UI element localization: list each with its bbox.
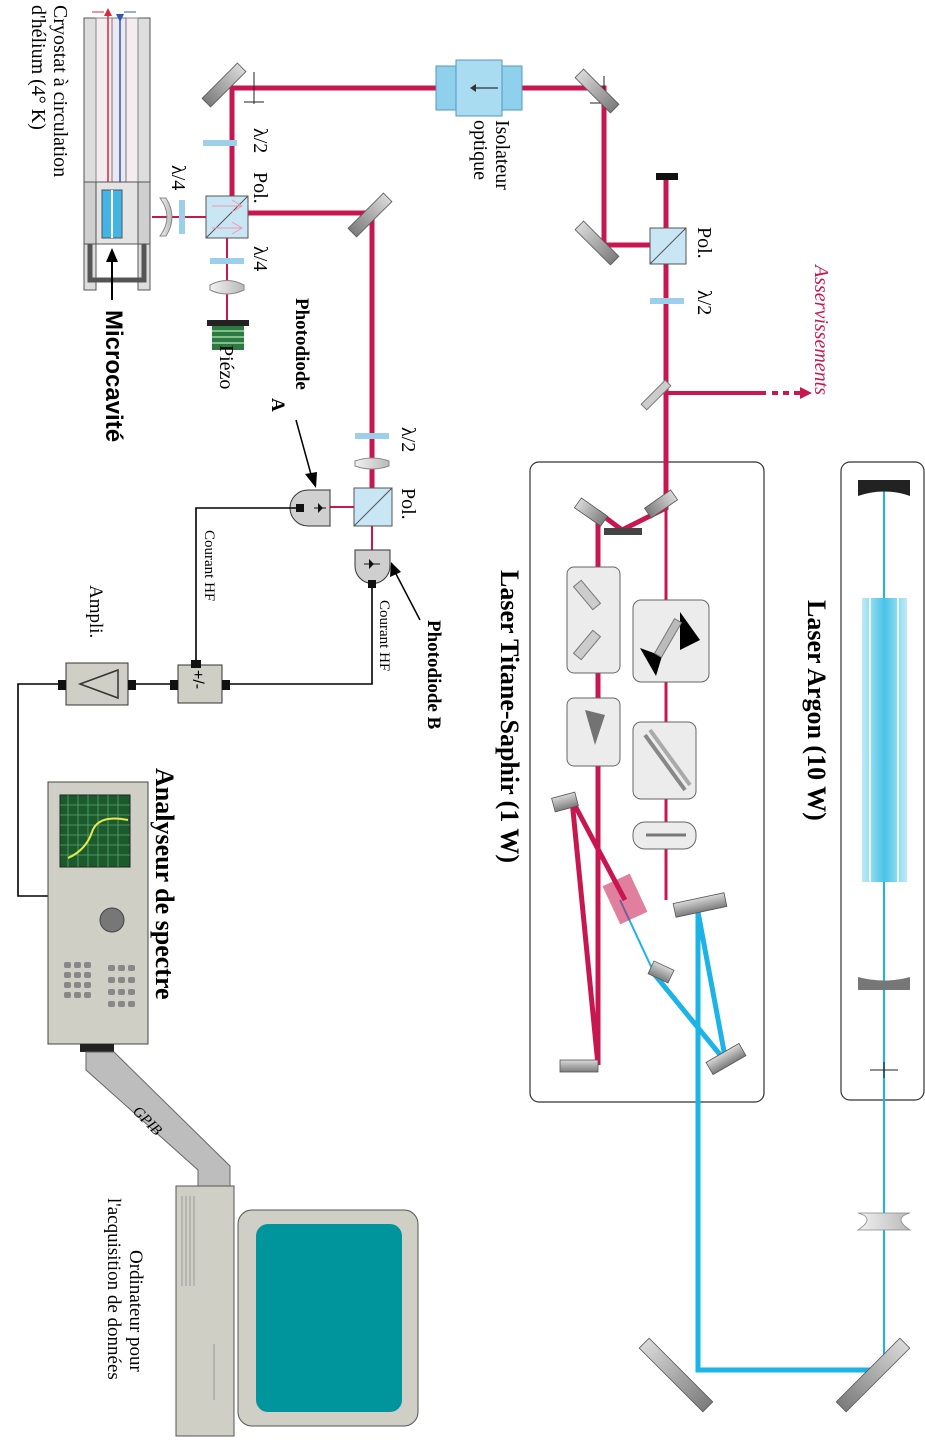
label-pol-top: Pol.: [693, 227, 715, 259]
label-asserv: Asservissements: [810, 263, 832, 395]
pol-cube-mid: [206, 196, 248, 238]
label-cryo-1: Cryostat à circulation: [49, 5, 71, 177]
fold-mirror-1: [836, 1338, 910, 1412]
label-courant-a: Courant HF: [201, 530, 217, 601]
photodiode-b: [355, 550, 390, 588]
label-analyseur: Analyseur de spectre: [150, 768, 179, 1000]
argon-laser: [858, 480, 910, 1372]
label-courant-b: Courant HF: [376, 600, 392, 671]
pol-cube-top: [650, 228, 686, 264]
top-mirror: [575, 69, 619, 113]
quarterwave-left: [179, 200, 185, 234]
label-isolateur-1: Isolateur: [491, 120, 513, 190]
lens-pd: [355, 458, 389, 469]
label-cryo-2: d'hélium (4° K): [27, 5, 49, 130]
label-l2-mid: λ/2: [249, 128, 271, 153]
label-l4-right: λ/4: [249, 246, 271, 271]
label-isolateur-2: optique: [469, 120, 491, 180]
label-piezo: Piézo: [215, 345, 237, 389]
fold-mirror-2: [639, 1338, 713, 1412]
cryostat: [84, 8, 150, 290]
label-pd-b: Photodiode B: [423, 620, 444, 730]
label-ordi-1: Ordinateur pour: [125, 1250, 146, 1373]
label-l2-top: λ/2: [693, 290, 715, 315]
spectrum-analyzer: [48, 782, 148, 1052]
label-laser-ti: Laser Titane-Saphir (1 W): [495, 570, 524, 863]
label-ordi-2: l'acquisition de données: [103, 1198, 124, 1380]
pd-a-arrow: [296, 420, 312, 478]
label-microcavite: Microcavité: [100, 310, 127, 442]
label-plusminus: +/-: [189, 670, 206, 689]
label-laser-argon: Laser Argon (10 W): [802, 600, 831, 821]
label-l4-left: λ/4: [167, 165, 189, 190]
optical-isolator: [436, 60, 522, 116]
corner-mirror-a: [202, 63, 246, 107]
label-ampli: Ampli.: [85, 585, 106, 638]
label-pd-a-1: Photodiode: [291, 298, 312, 390]
halfwave-top: [650, 298, 684, 304]
label-pd-a-2: A: [267, 398, 288, 412]
amplifier: [58, 663, 136, 705]
pd-b-arrow: [395, 572, 420, 620]
halfwave-mid: [203, 140, 237, 146]
quarterwave-right: [210, 258, 244, 264]
computer: [176, 1186, 418, 1436]
ti-sapphire-cavity: [552, 380, 746, 1075]
beam-dump: [656, 173, 678, 180]
label-pol-mid: Pol.: [249, 172, 271, 204]
pol-cube-pd: [354, 488, 392, 526]
halfwave-pd: [355, 433, 389, 439]
lens-piezo: [210, 281, 244, 295]
label-l2-pd: λ/2: [397, 427, 419, 452]
label-pol-pd: Pol.: [397, 488, 419, 520]
